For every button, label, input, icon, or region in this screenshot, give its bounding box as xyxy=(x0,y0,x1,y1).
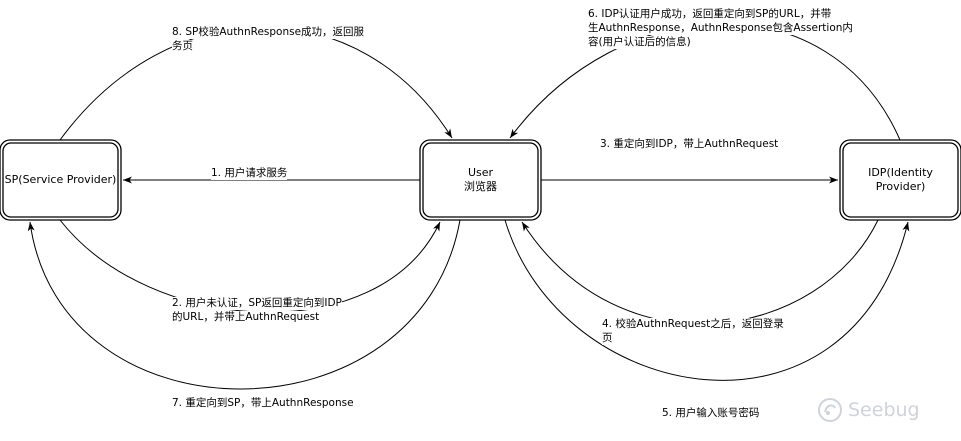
edge-7-user-to-sp xyxy=(27,219,461,390)
seebug-logo-icon xyxy=(818,398,842,422)
user-node-sublabel: 浏览器 xyxy=(464,180,497,193)
edge-6-label-line2: 生AuthnResponse，AuthnResponse包含Assertion内 xyxy=(588,22,853,35)
edge-5-label: 5. 用户输入账号密码 xyxy=(662,407,760,420)
edge-8-label-line1: 8. SP校验AuthnResponse成功，返回服 xyxy=(172,26,365,39)
idp-node: IDP(Identity Provider) xyxy=(843,143,958,217)
edge-7-label: 7. 重定向到SP，带上AuthnResponse xyxy=(172,397,354,410)
edge-8-label-line2: 务页 xyxy=(172,40,193,53)
seebug-watermark: Seebug xyxy=(816,396,920,424)
idp-node-label-2: Provider) xyxy=(875,180,926,193)
edge-4-label-line2: 页 xyxy=(602,332,613,345)
sp-node: SP(Service Provider) xyxy=(3,143,118,217)
sp-node-label: SP(Service Provider) xyxy=(4,173,117,186)
edge-2-label-line1: 2. 用户未认证，SP返回重定向到IDP xyxy=(172,297,342,310)
edge-6-idp-to-user xyxy=(509,23,901,141)
idp-node-frame xyxy=(839,139,961,221)
edge-3-label: 3. 重定向到IDP，带上AuthnRequest xyxy=(600,138,779,151)
edge-6-label-line1: 6. IDP认证用户成功，返回重定向到SP的URL，并带 xyxy=(588,8,832,21)
user-node-label: User xyxy=(467,166,494,179)
edge-4-idp-to-user xyxy=(521,219,879,325)
user-node: User 浏览器 xyxy=(423,143,538,217)
edge-2-label-line2: 的URL，并带上AuthnRequest xyxy=(172,311,320,324)
edge-8-sp-to-user xyxy=(59,26,453,141)
idp-node-label: IDP(Identity xyxy=(868,166,933,179)
edge-4-label-line1: 4. 校验AuthnRequest之后，返回登录 xyxy=(602,318,784,331)
seebug-watermark-text: Seebug xyxy=(848,399,920,421)
edge-6-label-line3: 容(用户认证后的信息) xyxy=(588,36,691,49)
edge-5-user-to-idp xyxy=(504,219,910,381)
edge-1-label: 1. 用户请求服务 xyxy=(211,167,288,180)
